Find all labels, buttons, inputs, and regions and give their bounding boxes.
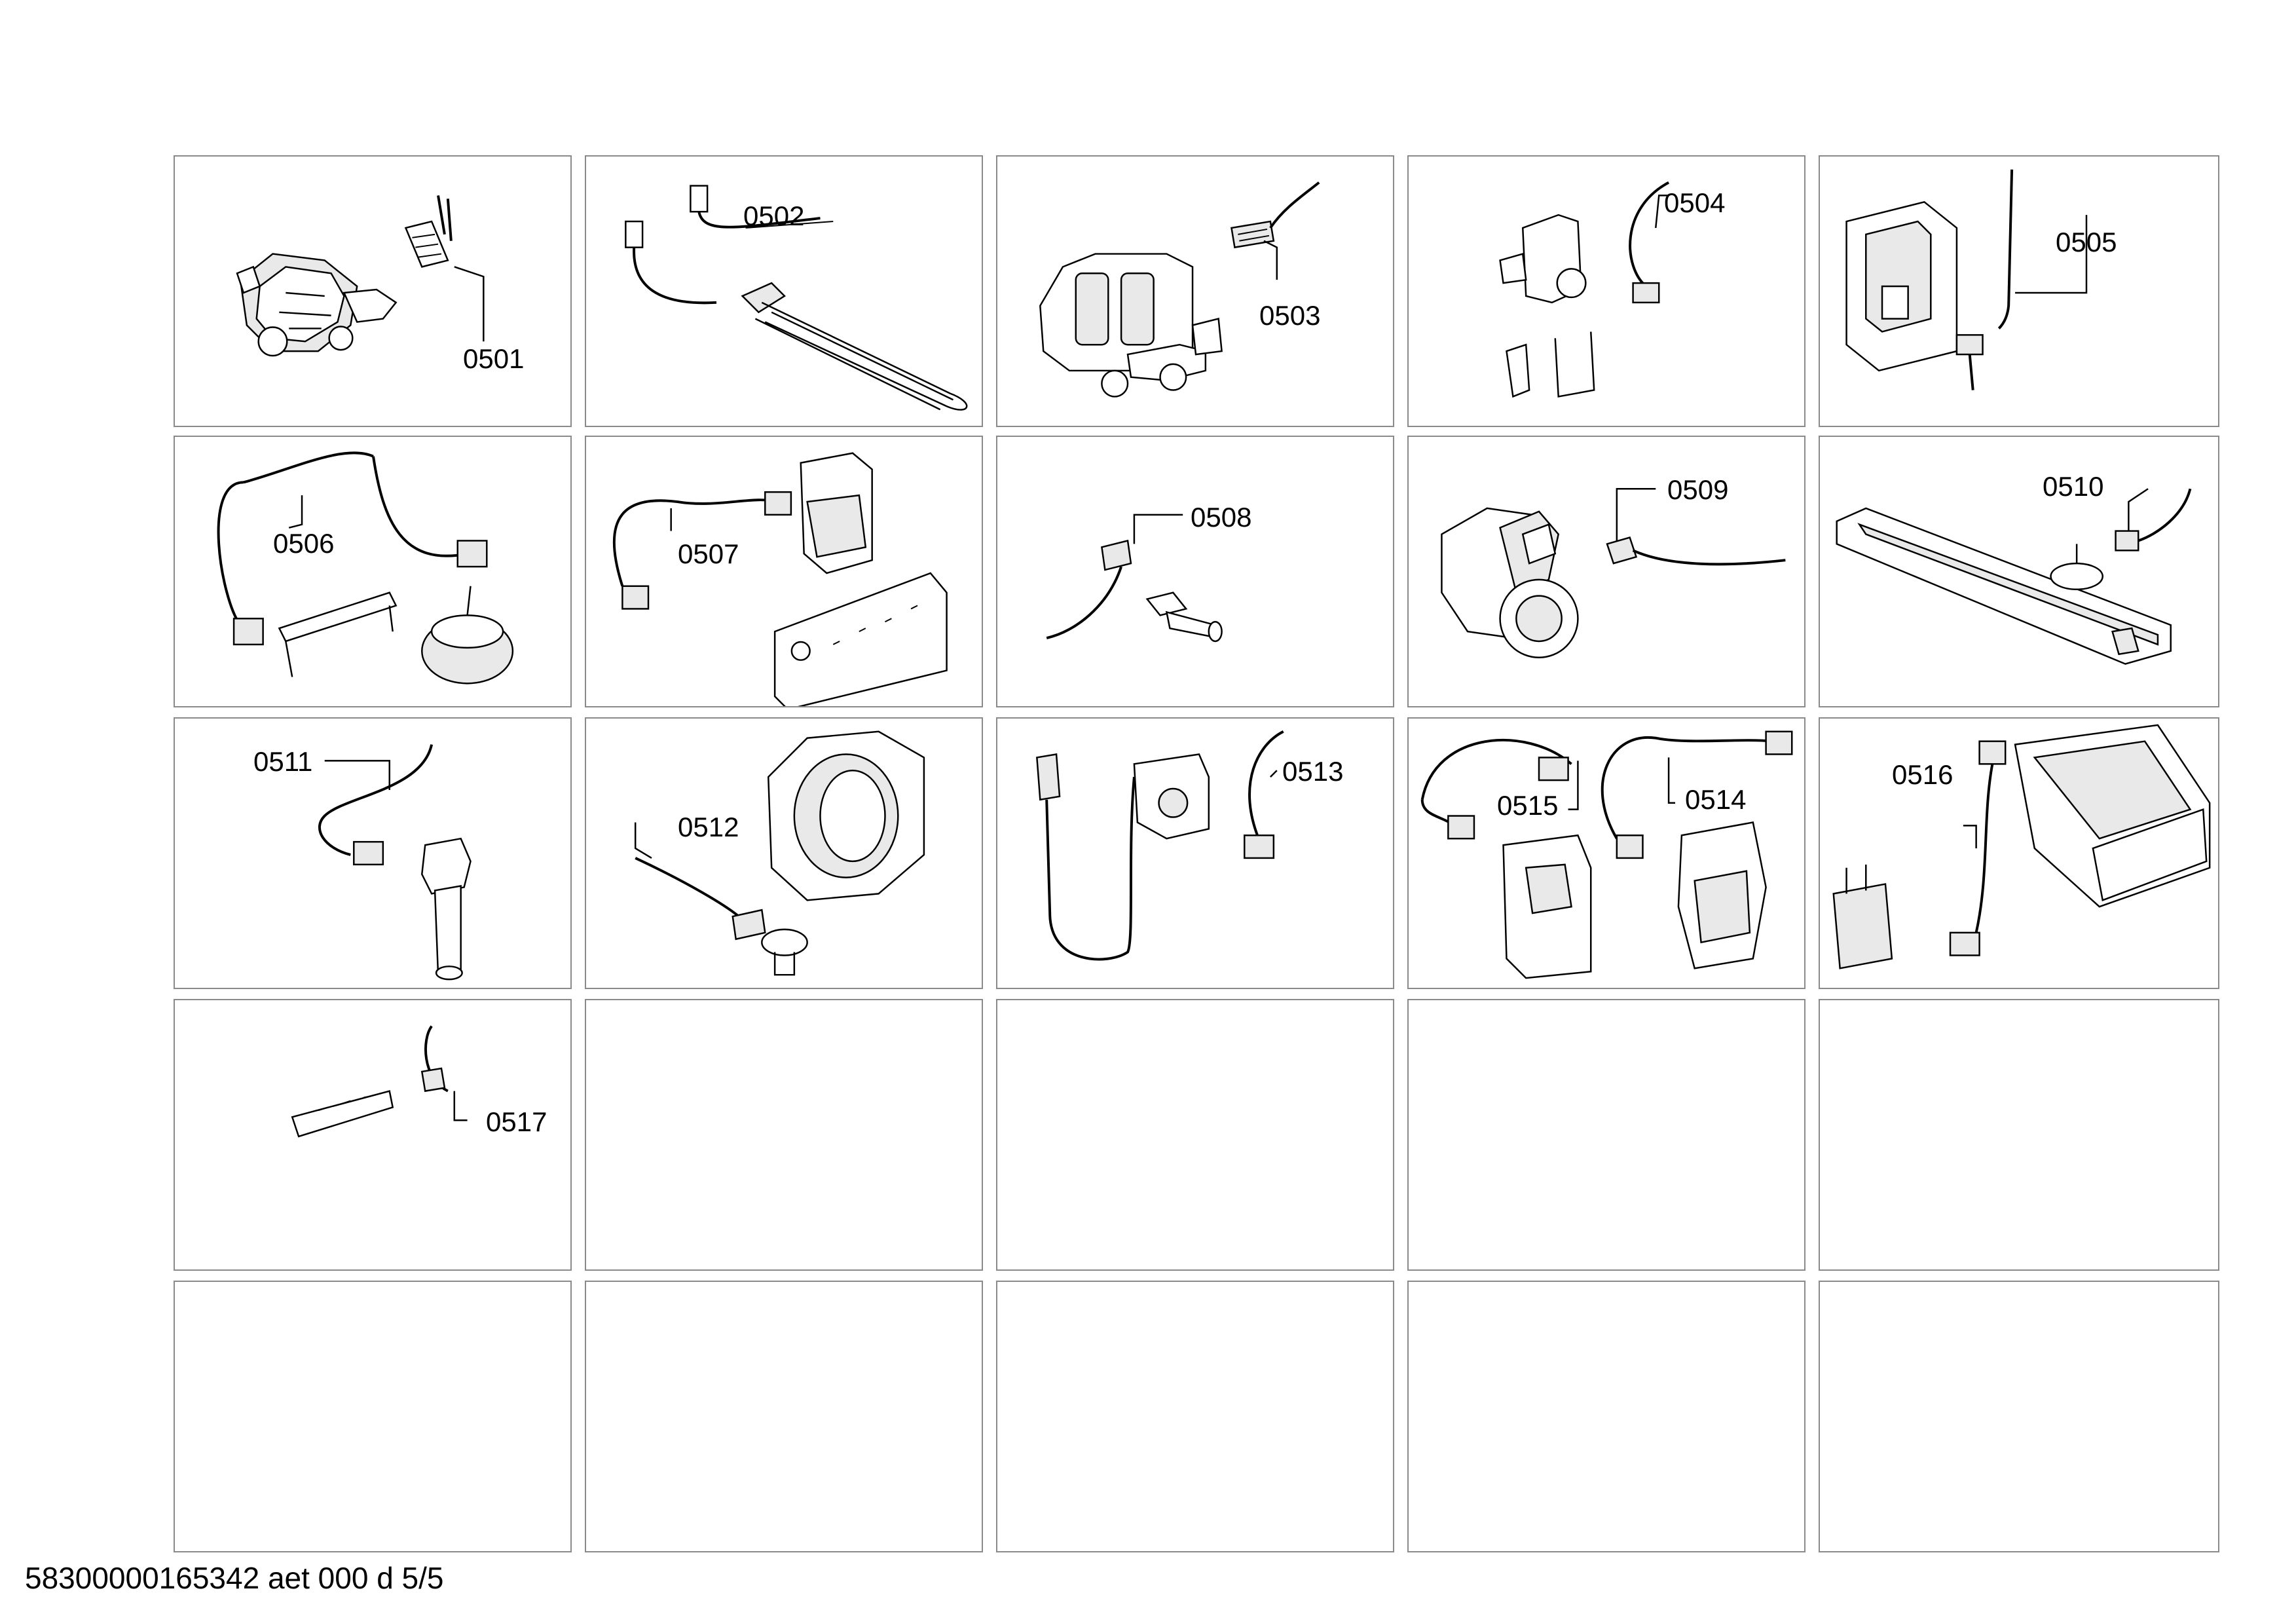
- cell-0504: 0504: [1407, 155, 1805, 427]
- part-label-0508: 0508: [1191, 502, 1252, 533]
- cell-0508: 0508: [996, 436, 1394, 707]
- valve-and-sensor-illustration: [1499, 181, 1670, 398]
- cell-empty-r4c4: [1407, 999, 1805, 1271]
- cell-0513: 0513: [996, 717, 1394, 989]
- part-label-0501: 0501: [463, 343, 525, 374]
- part-label-0509: 0509: [1667, 474, 1729, 505]
- heater-illustration: [625, 185, 968, 411]
- cell-0507: 0507: [585, 436, 983, 707]
- program-selector-illustration: [612, 452, 948, 706]
- cell-0511: 0511: [174, 717, 572, 989]
- inlet-valve-illustration: [1039, 181, 1320, 398]
- part-label-0517: 0517: [486, 1106, 547, 1137]
- cell-0514-0515: 0515 0514: [1407, 717, 1805, 989]
- cell-empty-r4c2: [585, 999, 983, 1271]
- display-module-illustration: [1420, 730, 1793, 979]
- cell-0510: 0510: [1819, 436, 2219, 707]
- dispenser-frame-illustration: [1836, 488, 2192, 665]
- part-label-0504: 0504: [1664, 187, 1726, 218]
- cell-0509: 0509: [1407, 436, 1805, 707]
- part-label-0503: 0503: [1259, 300, 1321, 331]
- temperature-sensor-illustration: [1046, 514, 1223, 643]
- door-lock-illustration: [1036, 730, 1284, 961]
- cell-0503: 0503: [996, 155, 1394, 427]
- part-label-0513: 0513: [1282, 756, 1344, 787]
- part-label-0502: 0502: [743, 200, 805, 231]
- cell-empty-r4c3: [996, 999, 1394, 1271]
- motor-stator-illustration: [634, 730, 925, 976]
- cell-0502: 0502: [585, 155, 983, 427]
- part-label-0510: 0510: [2043, 471, 2104, 502]
- drain-pump-illustration: [1441, 487, 1786, 658]
- control-module-illustration: [1845, 169, 2088, 390]
- part-label-0505: 0505: [2056, 227, 2117, 257]
- cell-empty-r5c3: [996, 1281, 1394, 1552]
- cell-0517: 0517: [174, 999, 572, 1271]
- cell-0501: 0501: [174, 155, 572, 427]
- cell-0505: 0505: [1819, 155, 2219, 427]
- cell-empty-r4c5: [1819, 999, 2219, 1271]
- cell-empty-r5c4: [1407, 1281, 1805, 1552]
- cell-0512: 0512: [585, 717, 983, 989]
- document-reference: 58300000165342 aet 000 d 5/5: [25, 1561, 444, 1595]
- cell-empty-r5c5: [1819, 1281, 2219, 1552]
- part-label-0507: 0507: [678, 538, 739, 569]
- cell-0506: 0506: [174, 436, 572, 707]
- part-label-0516: 0516: [1892, 759, 1953, 790]
- level-sensor-illustration: [318, 744, 472, 981]
- part-label-0511: 0511: [253, 746, 313, 777]
- part-label-0512: 0512: [678, 812, 739, 842]
- pcb-illustration: [291, 1025, 468, 1138]
- detergent-drawer-illustration: [1832, 724, 2211, 969]
- motor-illustration: [236, 195, 485, 357]
- part-label-0506: 0506: [273, 528, 335, 559]
- part-label-0514: 0514: [1685, 784, 1747, 815]
- cell-0516: 0516: [1819, 717, 2219, 989]
- part-label-0515: 0515: [1497, 790, 1559, 821]
- pressure-sensor-illustration: [217, 451, 514, 685]
- cell-empty-r5c2: [585, 1281, 983, 1552]
- cell-empty-r5c1: [174, 1281, 572, 1552]
